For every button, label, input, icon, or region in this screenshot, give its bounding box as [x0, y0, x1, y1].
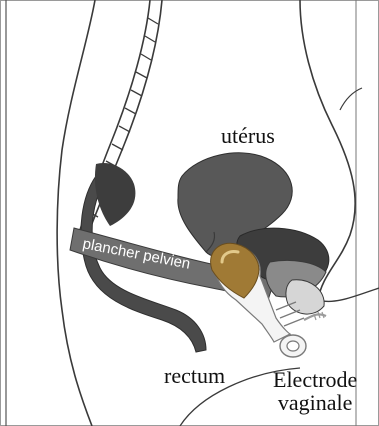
electrode-label: Electrode vaginale: [273, 368, 357, 414]
uterus-label: utérus: [221, 124, 275, 147]
navel-line: [340, 88, 362, 110]
rectum-label: rectum: [164, 364, 225, 387]
sacrum-shape: [95, 163, 135, 226]
thigh-outline: [318, 288, 379, 301]
electrode-label-line1: Electrode: [273, 368, 357, 391]
electrode-label-line2: vaginale: [273, 391, 357, 414]
electrode-ring-hole: [287, 341, 299, 351]
pubic-bone: [286, 280, 324, 314]
